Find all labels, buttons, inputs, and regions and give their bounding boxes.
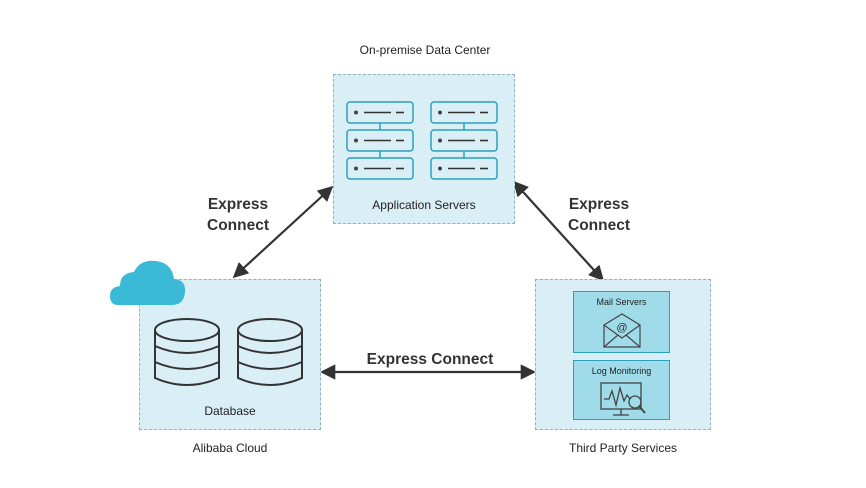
third-party-box: Mail Servers @ Log Monitoring [535,279,711,430]
arrow-datacenter-thirdparty [512,180,605,282]
connection-label-right: Express Connect [549,194,649,236]
server-rack-icon [346,101,498,180]
monitor-magnifier-icon [600,382,646,416]
third-party-caption: Third Party Services [568,441,678,455]
cloud-caption: Alibaba Cloud [192,441,268,455]
connection-label-left-line1: Express [207,196,269,213]
datacenter-box: Application Servers [333,74,515,224]
envelope-at-icon: @ [603,313,641,348]
mail-servers-panel: Mail Servers @ [573,291,670,353]
database-label: Database [204,404,256,418]
cloud-icon [110,260,186,305]
arrow-cloud-datacenter [232,185,334,279]
database-icon [154,318,303,386]
connection-label-right-line1: Express [568,196,630,213]
mail-servers-title: Mail Servers [596,297,647,307]
datacenter-label: Application Servers [372,198,476,212]
connection-label-bottom: Express Connect [366,351,494,368]
log-monitoring-title: Log Monitoring [591,366,652,376]
connection-label-right-line2: Connect [568,217,630,234]
log-monitoring-panel: Log Monitoring [573,360,670,420]
connection-label-left: Express Connect [188,194,288,236]
datacenter-caption: On-premise Data Center [359,43,491,57]
connection-label-left-line2: Connect [207,217,269,234]
svg-text:@: @ [616,322,627,334]
